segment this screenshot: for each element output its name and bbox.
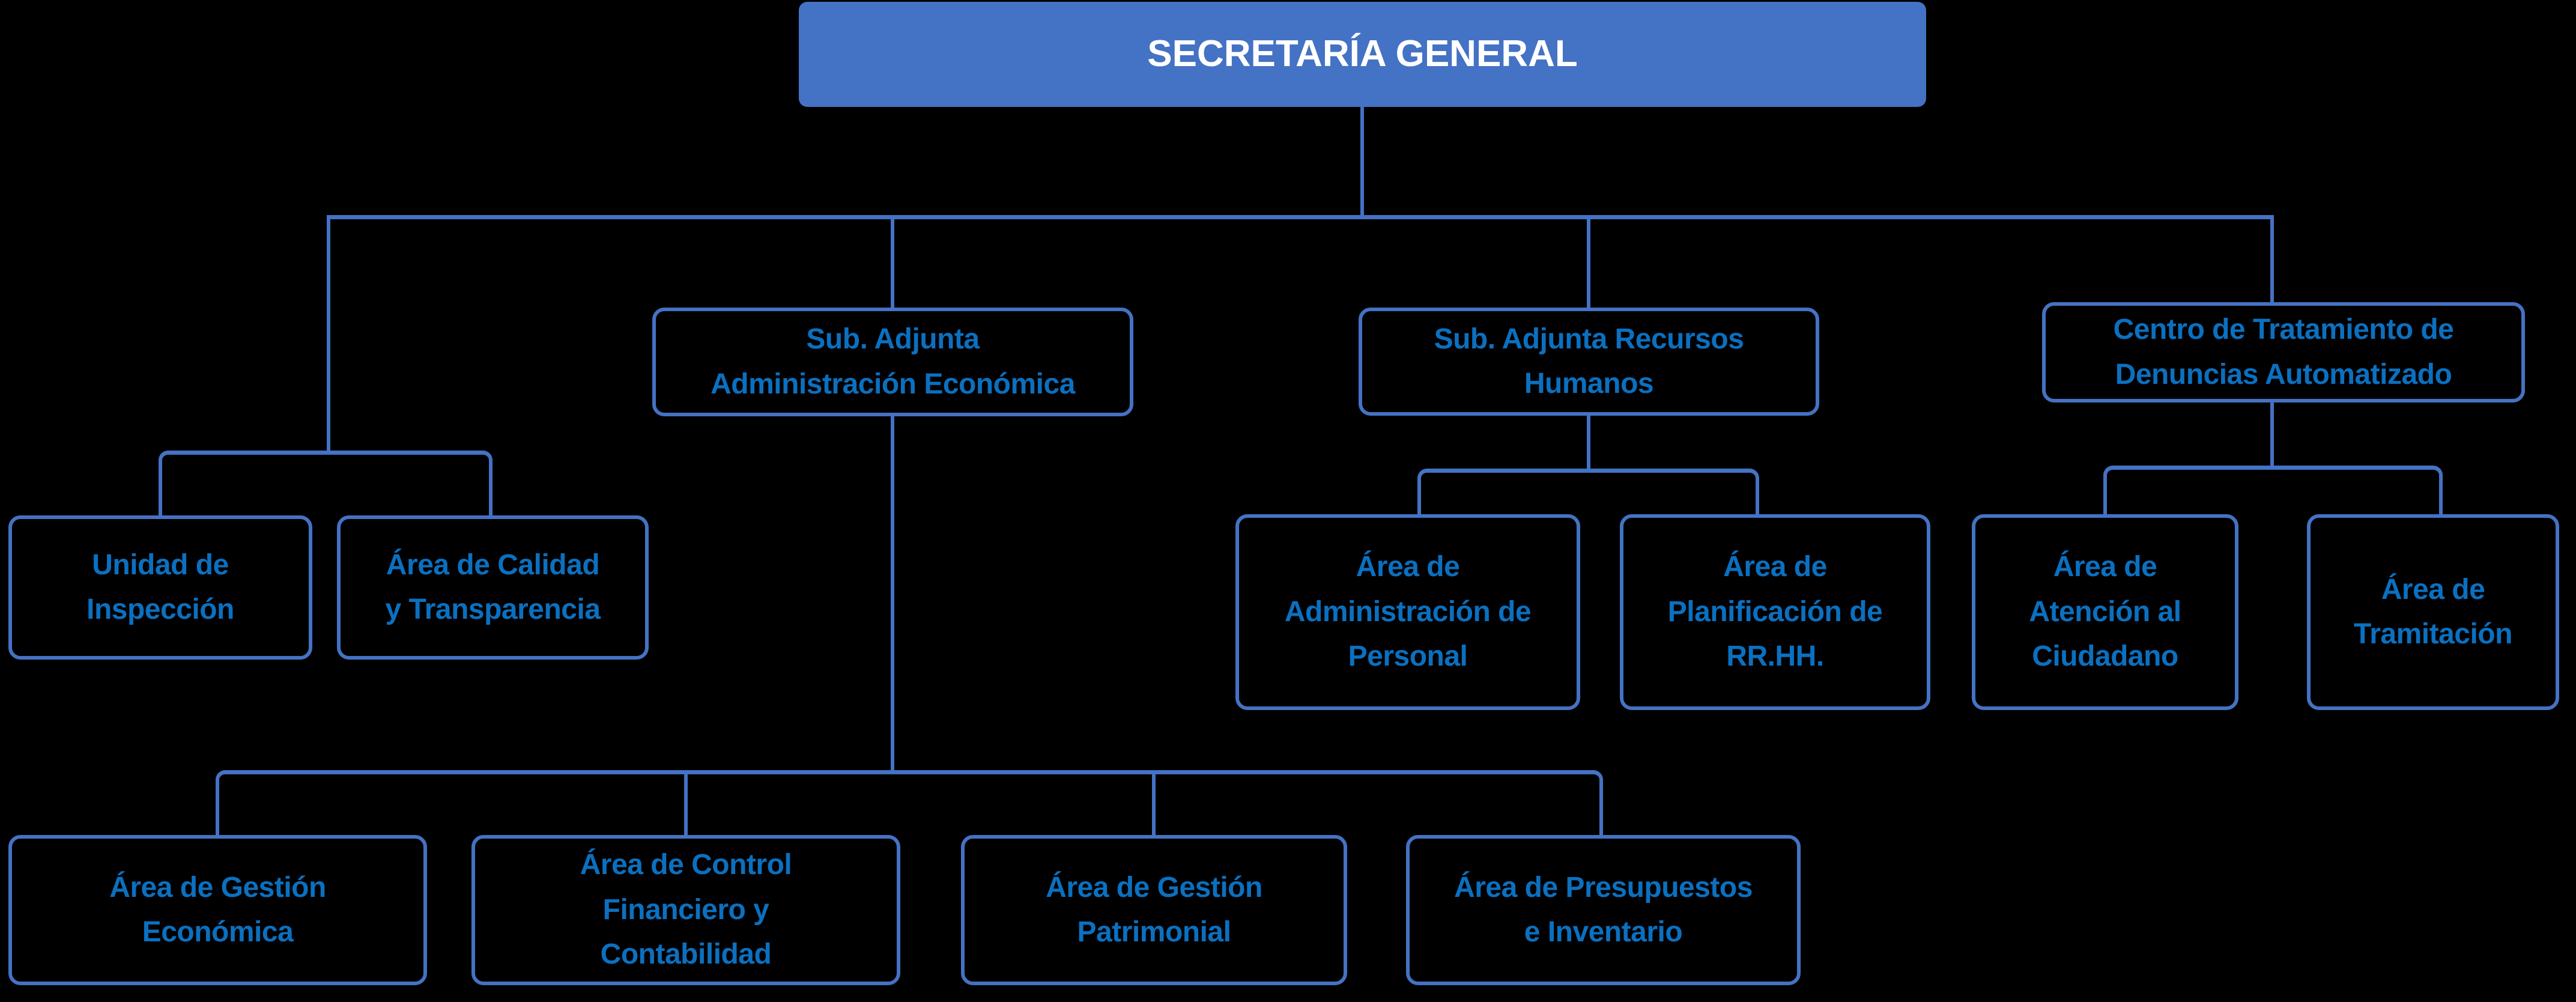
node-label-line: Área de [1356, 551, 1460, 583]
node-label-line: Unidad de [92, 548, 229, 581]
node-label-line: y Transparencia [385, 594, 601, 625]
node-label-line: Área de Presupuestos [1454, 871, 1753, 903]
node-label-line: RR.HH. [1726, 640, 1824, 673]
connector-riser-economica-group [891, 414, 894, 772]
node-label-line: Planificación de [1667, 595, 1883, 628]
node-label-line: Sub. Adjunta Recursos [1434, 323, 1744, 355]
org-node-centro-tratamiento-denuncias: Centro de Tratamiento de Denuncias Autom… [2042, 302, 2525, 402]
node-label-line: Área de [2381, 573, 2485, 606]
org-node-area-gestion-patrimonial: Área de Gestión Patrimonial [961, 835, 1347, 985]
node-label-line: Área de Gestión [109, 871, 326, 903]
org-node-secretaria-general: SECRETARÍA GENERAL [799, 2, 1926, 107]
connector-riser-rrhh-group [1587, 414, 1590, 470]
node-label-line: Financiero y [602, 893, 769, 926]
connector-main-bus [327, 215, 2274, 219]
node-label-line: Área de Calidad [386, 548, 600, 581]
node-label-line: Económica [142, 916, 294, 948]
connector-riser-ctda-group [2270, 401, 2274, 467]
node-label-line: Patrimonial [1077, 916, 1231, 948]
node-label-line: Personal [1348, 640, 1468, 673]
node-label-line: Área de [1723, 551, 1827, 583]
connector-drop-centro-denuncias [2270, 217, 2274, 304]
connector-bus-inspection-group [159, 451, 492, 515]
org-node-area-tramitacion: Área de Tramitación [2307, 514, 2559, 710]
org-node-area-planificacion-rrhh: Área de Planificación de RR.HH. [1620, 514, 1930, 710]
org-node-sub-adjunta-administracion-economica: Sub. Adjunta Administración Económica [652, 308, 1133, 416]
org-node-area-calidad-transparencia: Área de Calidad y Transparencia [337, 515, 649, 660]
connector-drop-control-financiero [684, 770, 688, 835]
node-label-line: Área de Gestión [1046, 871, 1262, 903]
node-label-line: Centro de Tratamiento de [2113, 314, 2454, 346]
node-label-line: Denuncias Automatizado [2115, 358, 2452, 390]
org-node-area-gestion-economica: Área de Gestión Económica [8, 835, 427, 985]
connector-drop-inspection-group [327, 217, 330, 452]
node-label-line: Ciudadano [2032, 640, 2178, 673]
connector-drop-sub-adjunta-rrhh [1587, 217, 1590, 309]
org-node-area-administracion-personal: Área de Administración de Personal [1235, 514, 1580, 710]
connector-bus-rrhh-group [1417, 469, 1759, 514]
node-label: SECRETARÍA GENERAL [1147, 33, 1578, 75]
node-label-line: Contabilidad [600, 938, 772, 971]
connector-bus-ctda-group [2103, 466, 2443, 514]
node-label-line: Sub. Adjunta [806, 323, 980, 356]
node-label-line: Atención al [2029, 595, 2181, 628]
node-label-line: Administración de [1284, 595, 1532, 628]
node-label-line: Humanos [1524, 368, 1654, 399]
org-node-sub-adjunta-recursos-humanos: Sub. Adjunta Recursos Humanos [1359, 308, 1819, 416]
connector-drop-sub-adjunta-economica [891, 217, 894, 309]
node-label-line: Área de Control [580, 849, 792, 881]
connector-root-riser [1360, 107, 1364, 217]
connector-bus-economica-group [216, 770, 1603, 835]
node-label-line: Administración Económica [711, 368, 1075, 400]
org-node-area-control-financiero-contabilidad: Área de Control Financiero y Contabilida… [471, 835, 900, 985]
org-node-area-presupuestos-inventario: Área de Presupuestos e Inventario [1406, 835, 1801, 985]
org-node-unidad-inspeccion: Unidad de Inspección [8, 515, 312, 660]
node-label-line: Inspección [86, 594, 234, 625]
node-label-line: e Inventario [1524, 916, 1683, 948]
connector-drop-gestion-patrimonial [1152, 770, 1156, 835]
node-label-line: Área de [2053, 551, 2157, 583]
org-node-area-atencion-ciudadano: Área de Atención al Ciudadano [1972, 514, 2238, 710]
node-label-line: Tramitación [2354, 618, 2512, 650]
